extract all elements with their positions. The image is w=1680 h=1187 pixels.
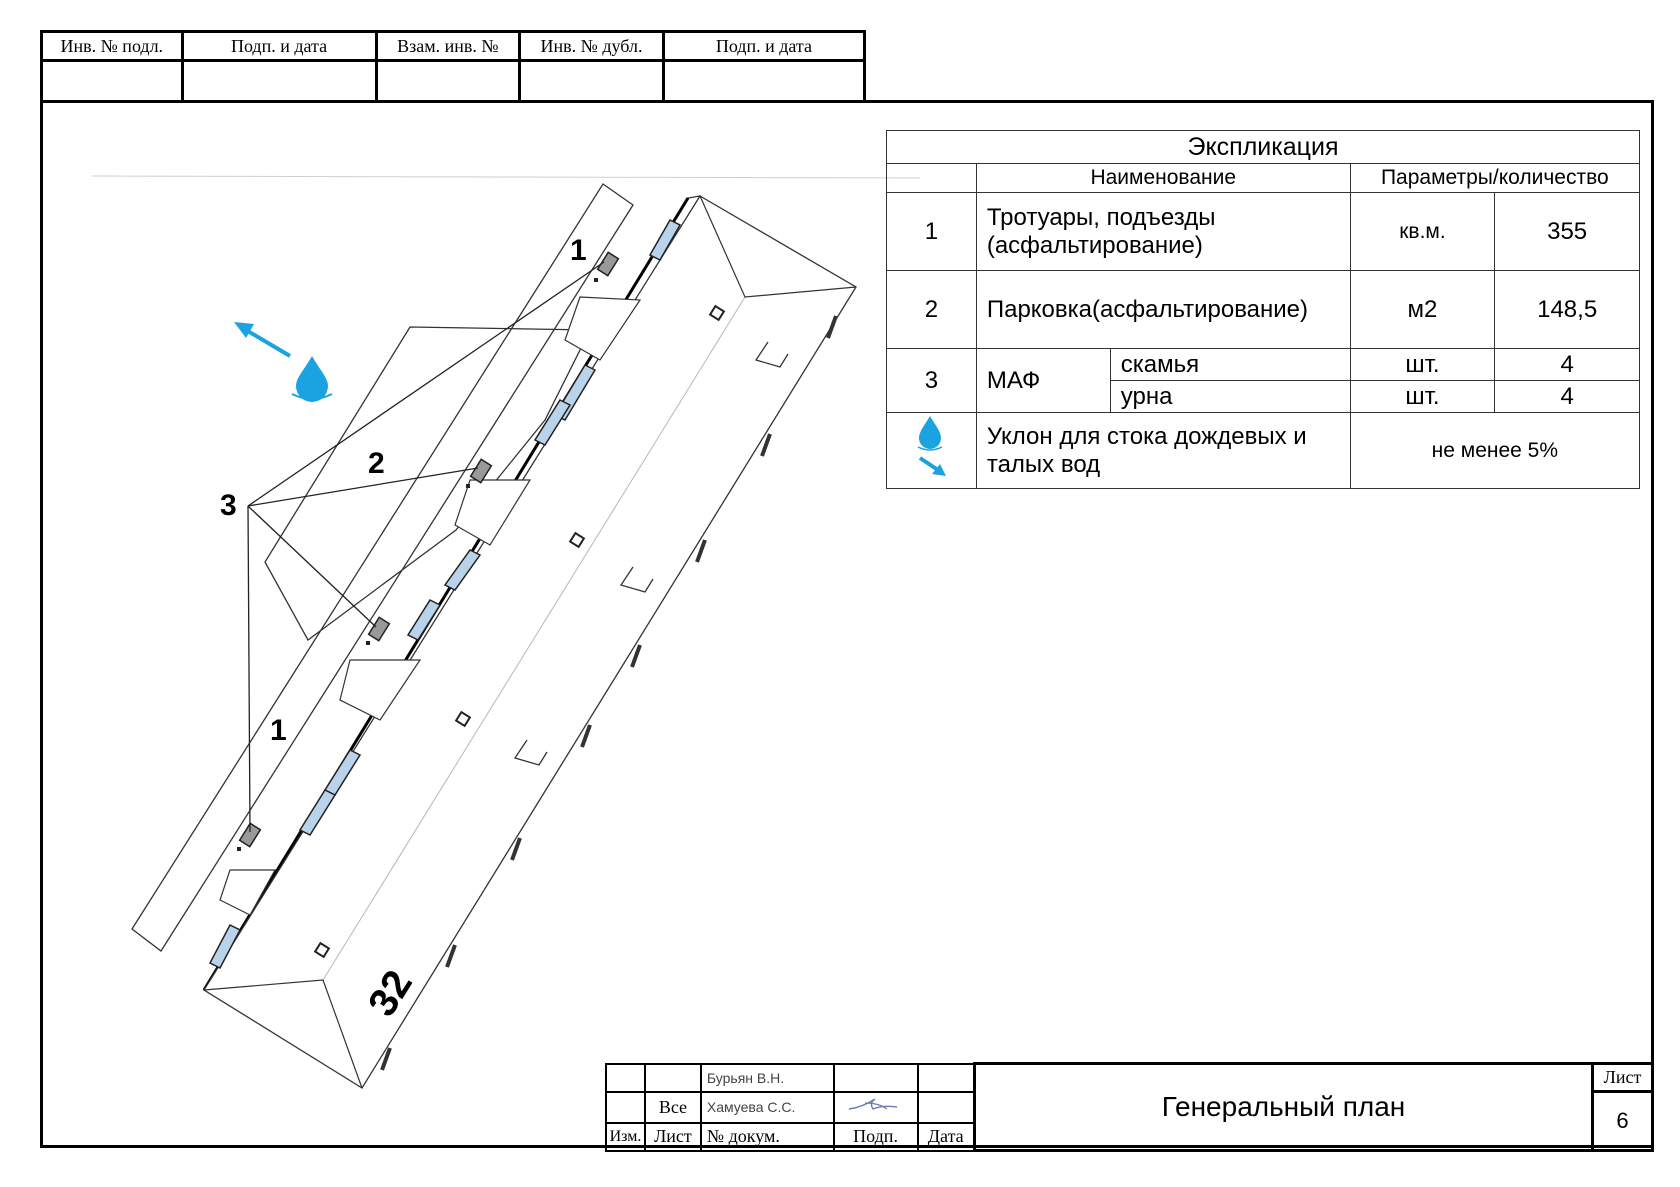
label-parking: 2: [368, 447, 385, 480]
maf-leader-lines: [247, 261, 605, 833]
water-drop-icon: [296, 356, 328, 402]
label-sidewalk-top: 1: [570, 234, 587, 267]
stamp-header-podp-data-2: Подп. и дата: [661, 30, 867, 62]
row-3b-value: 4: [1494, 380, 1640, 413]
legend-icons: [918, 416, 947, 476]
water-drop-ripple: [918, 446, 943, 451]
stamp-cell: [180, 59, 378, 103]
stamp-cell: [518, 59, 665, 103]
slope-arrow-head: [932, 464, 947, 476]
runoff-indicator: [234, 322, 333, 402]
tb-cell: [605, 1062, 646, 1093]
roof-hip-top: [699, 195, 857, 298]
row-4-icons: [886, 412, 977, 489]
explication-header-name: Наименование: [975, 163, 1351, 193]
row-4-value: не менее 5%: [1349, 412, 1641, 489]
all-label: Все: [643, 1090, 702, 1124]
row-2-num: 2: [886, 270, 977, 349]
tb-cell: [916, 1090, 976, 1124]
slope-arrow-icon: [244, 328, 292, 358]
row-1-value: 355: [1494, 192, 1640, 271]
explication-header-params: Параметры/количество: [1349, 163, 1641, 193]
row-2-name: Парковка(асфальтирование): [975, 270, 1351, 349]
row-3b-name: урна: [1109, 380, 1351, 413]
row-3a-value: 4: [1494, 348, 1640, 381]
explication-header-num: [886, 163, 977, 193]
maf-bins: [237, 278, 598, 851]
row-2-unit: м2: [1349, 270, 1496, 349]
person-1: Бурьян В.Н.: [699, 1062, 835, 1093]
col-podp: Подп.: [832, 1121, 919, 1152]
signature-icon: [848, 1097, 897, 1110]
label-sidewalk-bottom: 1: [270, 714, 287, 747]
stamp-header-inv-podl: Инв. № подл.: [40, 30, 184, 62]
explication-title: Экспликация: [886, 130, 1640, 164]
row-2-value: 148,5: [1494, 270, 1640, 349]
title-block: Бурьян В.Н. Генеральный план Лист Все Ха…: [605, 1062, 1654, 1152]
row-4-name: Уклон для стока дождевых и талых вод: [975, 412, 1351, 489]
stamp-cell: [40, 59, 184, 103]
row-1-num: 1: [886, 192, 977, 271]
roof-hip-bottom: [203, 979, 363, 1089]
tb-cell: [832, 1062, 919, 1093]
stamp-header-vzam-inv: Взам. инв. №: [374, 30, 522, 62]
sheet-label: Лист: [1591, 1062, 1654, 1093]
tb-cell: [643, 1062, 702, 1093]
row-3a-unit: шт.: [1349, 348, 1496, 381]
col-list: Лист: [643, 1121, 702, 1152]
row-3-num: 3: [886, 348, 977, 413]
facade-windows: [208, 219, 682, 969]
col-doc-num: № докум.: [699, 1121, 835, 1152]
sheet-title: Генеральный план: [972, 1062, 1595, 1152]
guide-line: [91, 175, 921, 179]
sheet-number: 6: [1591, 1090, 1654, 1152]
col-izm: Изм.: [605, 1121, 646, 1152]
entrance-porches: [219, 296, 642, 916]
roof-ridge: [322, 296, 746, 981]
stamp-header-podp-data: Подп. и дата: [180, 30, 378, 62]
row-3-name: МАФ: [975, 348, 1111, 413]
explication-table: Экспликация Наименование Параметры/колич…: [886, 130, 1641, 489]
col-date: Дата: [916, 1121, 976, 1152]
roof-hatches: [513, 341, 789, 766]
label-maf: 3: [220, 489, 237, 522]
stamp-header-inv-dubl: Инв. № дубл.: [518, 30, 665, 62]
signature-cell: [832, 1090, 919, 1124]
water-drop-icon: [919, 416, 942, 449]
rear-windows: [380, 315, 838, 1071]
tb-cell: [605, 1090, 646, 1124]
row-1-unit: кв.м.: [1349, 192, 1496, 271]
tb-cell: [916, 1062, 976, 1093]
water-drop-ripple: [291, 393, 333, 400]
top-stamp: Инв. № подл. Подп. и дата Взам. инв. № И…: [40, 30, 867, 103]
person-2: Хамуева С.С.: [699, 1090, 835, 1124]
row-3b-unit: шт.: [1349, 380, 1496, 413]
slope-arrow-head: [234, 322, 254, 338]
row-3a-name: скамья: [1109, 348, 1351, 381]
roof-vents: [313, 304, 726, 959]
row-1-name: Тротуары, подъезды (асфальтирование): [975, 192, 1351, 271]
slope-arrow-icon: [919, 456, 940, 472]
sidewalk-strip: [131, 183, 634, 952]
